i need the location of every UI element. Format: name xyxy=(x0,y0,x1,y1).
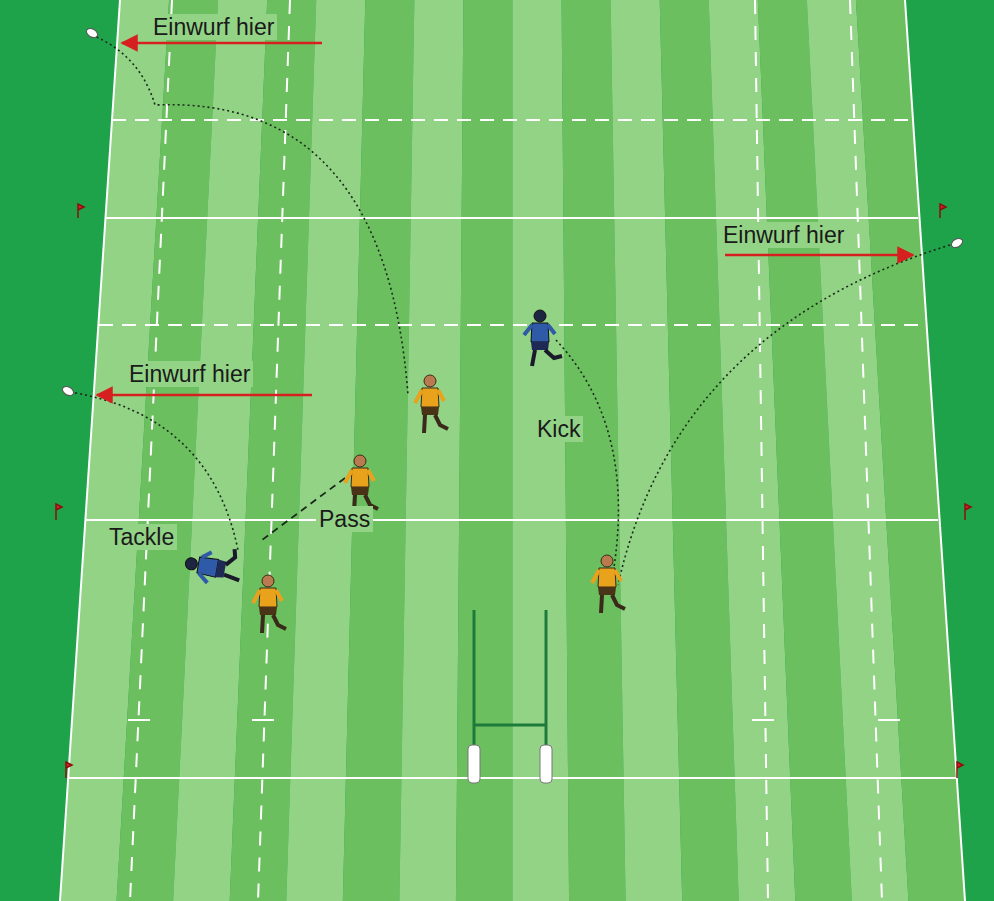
player-yellow xyxy=(345,455,378,513)
field-label: Einwurf hier xyxy=(126,361,253,387)
goal-posts xyxy=(468,610,552,783)
player-yellow xyxy=(415,375,448,433)
touch-line xyxy=(60,0,965,901)
grass-stripe xyxy=(513,0,570,901)
field-label: Pass xyxy=(316,506,373,532)
field-lines xyxy=(68,0,957,901)
throw-in-arrow xyxy=(97,43,913,395)
field-label: Tackle xyxy=(106,524,177,550)
field-label: Kick xyxy=(534,416,583,442)
grass-stripe xyxy=(856,0,965,901)
player-yellow xyxy=(592,555,625,613)
grass-stripes xyxy=(60,0,965,901)
player-yellow xyxy=(253,575,286,633)
ball xyxy=(61,27,964,398)
ball-trajectories xyxy=(70,35,950,585)
grass-stripe xyxy=(456,0,513,901)
players xyxy=(183,310,625,633)
field-label: Einwurf hier xyxy=(150,14,277,40)
field-label: Einwurf hier xyxy=(720,222,847,248)
tackler-blue xyxy=(183,541,245,588)
player-blue xyxy=(524,310,562,366)
grass-stripe xyxy=(399,0,463,901)
corner-flags xyxy=(56,204,971,778)
